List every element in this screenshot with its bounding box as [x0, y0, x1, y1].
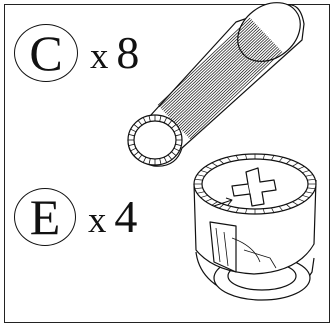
dowel-knurl-tooth [173, 147, 180, 152]
cam-lock-illustration [193, 153, 317, 301]
cam-rim-tick [218, 203, 225, 209]
dowel-flute-line [169, 29, 263, 118]
cam-rim-tick [211, 162, 218, 167]
dowel-knurl-tooth [171, 124, 177, 129]
quantity-count: 4 [114, 191, 138, 242]
cam-rim-tick [211, 201, 218, 206]
cam-rim-tick [194, 187, 203, 190]
dowel-knurl-tooth [163, 117, 168, 124]
dowel-flute-line [162, 22, 255, 111]
cam-rim-tick [196, 191, 205, 194]
dowel-knurl-tooth [159, 158, 162, 165]
dowel-knurl-tooth [175, 134, 182, 137]
dowel-knurl-tooth [167, 154, 173, 160]
dowel-knurl-tooth [137, 154, 143, 160]
dowel-flute-line [175, 36, 268, 124]
dowel-knurl-tooth [133, 151, 139, 156]
dowel-knurl-tooth [142, 117, 147, 124]
dowel-flute-line [170, 31, 264, 120]
quantity-times-sign: x [90, 35, 109, 76]
cam-rim-tick [297, 166, 305, 170]
dowel-knurl-tooth [167, 120, 173, 126]
dowel-knurl-tooth [148, 115, 151, 122]
cam-rim-tick [245, 154, 248, 160]
dowel-flute-line [180, 42, 274, 130]
dowel-flute-line [160, 20, 254, 109]
cam-rim-tick [302, 170, 310, 174]
cam-rim-tick [194, 178, 203, 181]
dowel-knurl-tooth [175, 143, 182, 146]
cam-rim-tick [302, 194, 310, 198]
dowel-flute-line [188, 49, 281, 138]
cam-rim-tick [262, 208, 265, 214]
cam-rim-tick [285, 203, 292, 209]
cam-rim-tick [307, 187, 316, 190]
dowel-flute-line [163, 23, 257, 112]
dowel-knurl-tooth [137, 120, 143, 126]
cam-rim-tick [218, 159, 225, 165]
dowel-flute-line [164, 25, 258, 114]
cam-rim-tick [235, 207, 239, 213]
dowel-knurl-tooth [130, 128, 137, 133]
cam-rim-tick [196, 174, 205, 177]
dowel-flute-line [177, 39, 271, 127]
dowel-flute-line [183, 45, 277, 134]
dowel-flute-line [157, 17, 251, 106]
dowel-flute-line [185, 46, 278, 135]
dowel-knurl-tooth [171, 151, 177, 156]
dowel-pin-illustration [127, 2, 305, 167]
part-letter: E [29, 189, 61, 245]
dowel-knurl-tooth [173, 128, 180, 133]
dowel-knurl-tooth [128, 143, 135, 146]
cam-rim-tick [235, 155, 239, 161]
cam-rim-tick [305, 174, 314, 177]
dowel-flute-line [182, 43, 276, 132]
quantity-times-sign: x [88, 199, 107, 240]
dowel-flute-line [173, 34, 267, 123]
cam-rim-tick [227, 206, 232, 211]
dowel-knurl-tooth [163, 156, 168, 163]
dowel-knurl-tooth [133, 124, 139, 129]
cam-rim-tick [278, 157, 283, 162]
cam-rim-tick [245, 208, 248, 214]
cam-rim-tick [205, 166, 213, 170]
dowel-knurl-tooth [128, 134, 135, 137]
quantity-count: 8 [116, 27, 140, 78]
cam-rim-tick [227, 157, 232, 162]
cam-rim-tick [292, 201, 299, 206]
cam-rim-tick [285, 159, 292, 165]
dowel-knurl-tooth [148, 158, 151, 165]
dowel-flute-line [189, 51, 283, 140]
dowel-flute-line [179, 40, 273, 129]
cam-rim-tick [305, 191, 314, 194]
cam-rim-tick [292, 162, 299, 167]
part-letter: C [29, 25, 63, 81]
dowel-flute-line [172, 32, 265, 121]
dowel-knurl-tooth [130, 147, 137, 152]
dowel-flute-line [186, 48, 280, 137]
dowel-flute-line [159, 19, 252, 108]
dowel-flute-line [176, 37, 270, 126]
cam-rim-tick [200, 170, 208, 174]
cam-rim-tick [200, 194, 208, 198]
cam-rim-tick [297, 198, 305, 202]
cam-rim-tick [307, 178, 316, 181]
dowel-flute-line [166, 26, 260, 115]
part-letter-badge: C [14, 24, 78, 82]
dowel-knurl-tooth [159, 115, 162, 122]
part-letter-badge: E [14, 188, 76, 246]
cam-rim-tick [205, 198, 213, 202]
cam-rim-tick [278, 206, 283, 211]
cam-rim-tick [271, 207, 275, 213]
dowel-knurl-tooth [142, 156, 147, 163]
cam-rim-tick [271, 155, 275, 161]
dowel-flute-line [167, 28, 261, 117]
cam-rim-tick [262, 154, 265, 160]
